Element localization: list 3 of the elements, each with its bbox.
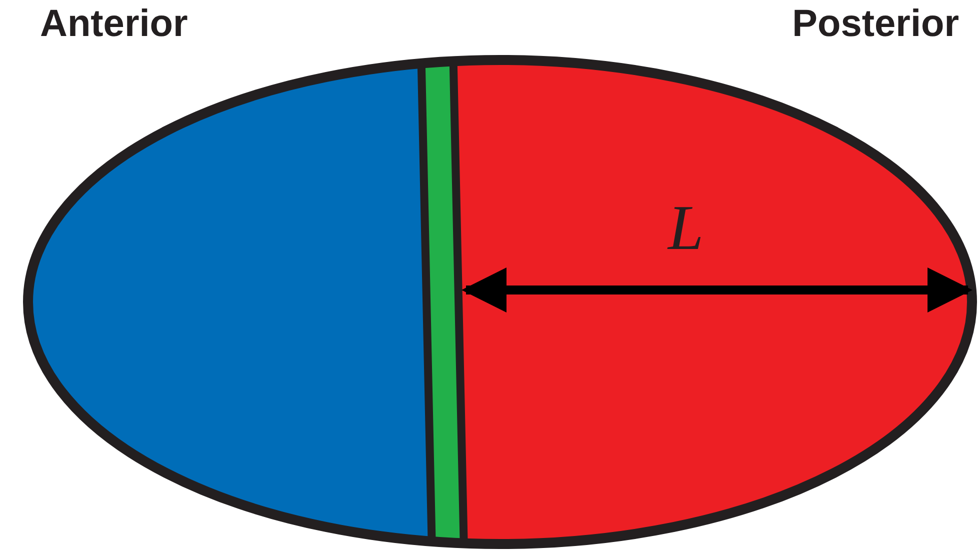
region-label: Anterior	[40, 2, 188, 46]
region-label: Posterior	[792, 2, 959, 46]
dimension-label: L	[668, 196, 704, 260]
